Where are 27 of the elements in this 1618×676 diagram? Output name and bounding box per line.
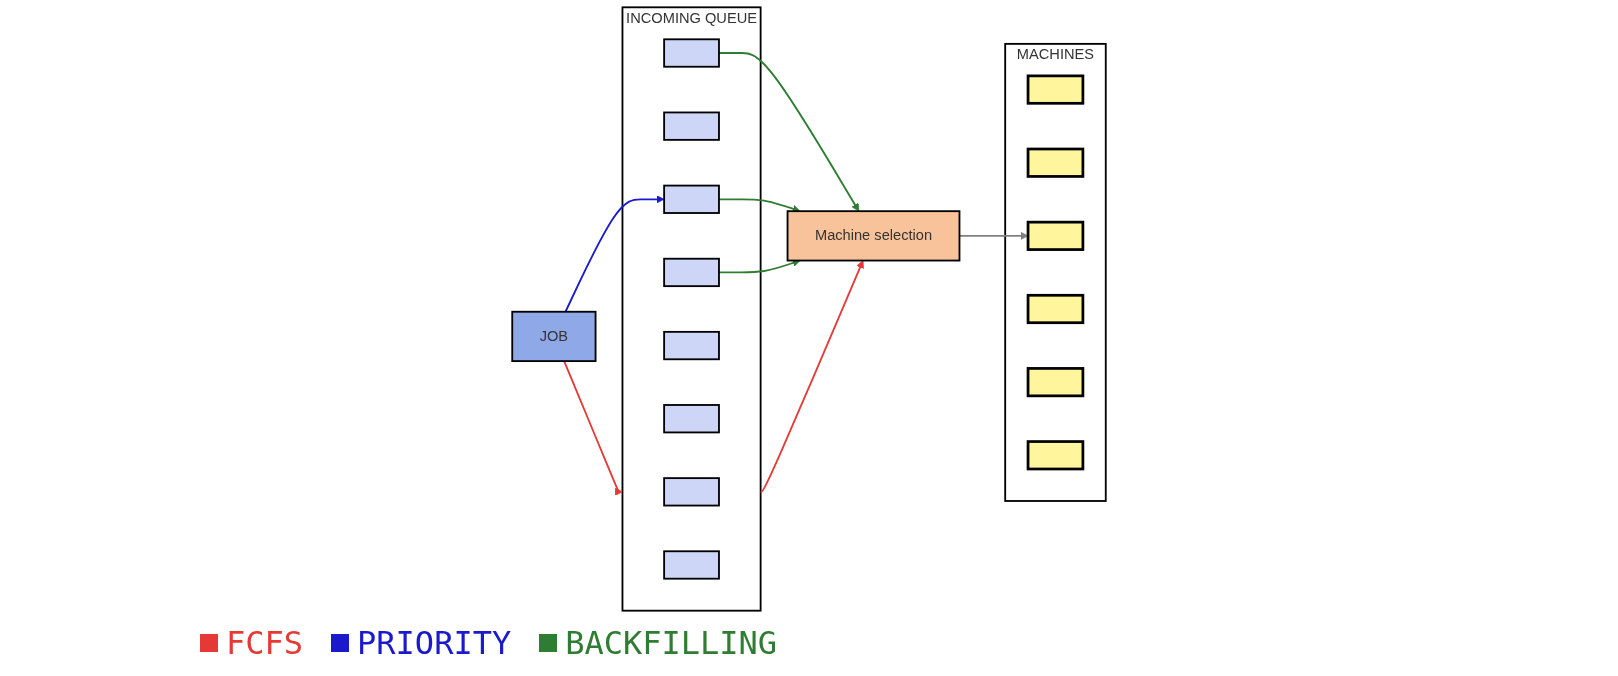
- node-box: [663, 550, 720, 580]
- legend-text: PRIORITY: [357, 624, 512, 662]
- node-box: [663, 38, 720, 68]
- node-box: [663, 404, 720, 434]
- arrow: [718, 52, 860, 212]
- arrow: [563, 360, 623, 496]
- node-box: Machine selection: [786, 210, 961, 262]
- legend-text: FCFS: [226, 624, 304, 662]
- node-box: [1026, 147, 1085, 178]
- node-box: [1026, 367, 1085, 398]
- node-box: [663, 477, 720, 507]
- node-box: [663, 330, 720, 361]
- node-box: [1026, 220, 1085, 251]
- node-box: [663, 184, 720, 214]
- node-box: [1026, 440, 1085, 471]
- node-box: JOB: [511, 310, 597, 363]
- cluster: INCOMING QUEUE: [621, 6, 762, 612]
- node-box: [663, 111, 720, 141]
- node-box: [663, 257, 720, 288]
- arrow: [759, 260, 864, 493]
- legend-text: BACKFILLING: [565, 624, 778, 662]
- arrow: [718, 198, 801, 213]
- arrow: [564, 195, 665, 313]
- node-box: [1026, 74, 1085, 105]
- arrow: [718, 259, 801, 274]
- cluster: MACHINES: [1004, 42, 1107, 502]
- node-box: [1026, 293, 1085, 325]
